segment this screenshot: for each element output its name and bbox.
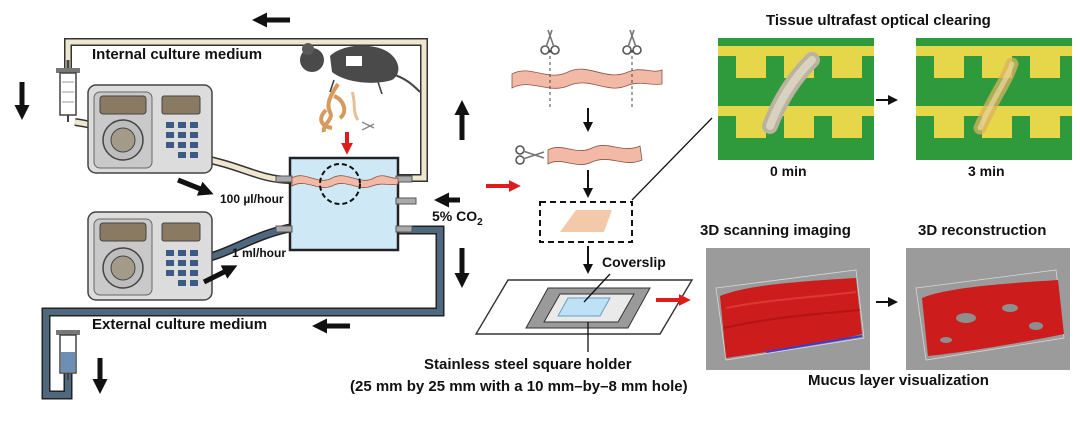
syringe-icon	[56, 60, 80, 122]
coverslip-pointer	[583, 273, 611, 303]
clearing-title: Tissue ultrafast optical clearing	[766, 12, 991, 29]
render-3d-scanning	[706, 248, 870, 370]
holder-label-line1: Stainless steel square holder	[424, 356, 632, 373]
culture-chamber	[275, 156, 417, 252]
intestine-icon	[319, 82, 360, 133]
render-3d-reconstruction	[906, 248, 1070, 370]
external-medium-label: External culture medium	[92, 316, 268, 333]
tissue-strip-1	[511, 50, 663, 110]
photo-clearing-3min	[916, 38, 1072, 160]
zoom-pointer	[631, 117, 713, 201]
time-label-3min: 3 min	[968, 163, 1005, 179]
scan-title: 3D scanning imaging	[700, 222, 851, 239]
flow-rate-internal: 100 µl/hour	[220, 192, 284, 206]
co2-text: 5% CO	[432, 208, 478, 224]
mucus-label: Mucus layer visualization	[808, 372, 989, 389]
syringe-icon	[56, 330, 80, 380]
co2-label: 5% CO2	[432, 208, 483, 228]
flow-rate-external: 1 ml/hour	[232, 246, 287, 260]
scissors-icon	[540, 29, 560, 55]
internal-medium-label: Internal culture medium	[92, 46, 263, 63]
co2-subscript: 2	[477, 216, 483, 228]
scissors-icon	[622, 29, 642, 55]
holder-label-line2: (25 mm by 25 mm with a 10 mm–by–8 mm hol…	[350, 378, 688, 395]
time-label-0min: 0 min	[770, 163, 807, 179]
stainless-steel-holder	[474, 279, 694, 335]
recon-title: 3D reconstruction	[918, 222, 1047, 239]
peristaltic-pump-icon	[87, 211, 213, 301]
coverslip-label: Coverslip	[602, 254, 666, 270]
tissue-strip-2	[547, 145, 643, 165]
mouse-icon	[300, 43, 421, 95]
flow-arrows	[14, 12, 470, 394]
peristaltic-pump-icon	[87, 84, 213, 174]
tissue-piece-flat	[539, 201, 633, 243]
scissors-icon	[361, 121, 375, 131]
photo-clearing-0min	[718, 38, 874, 160]
scissors-icon	[515, 145, 545, 165]
